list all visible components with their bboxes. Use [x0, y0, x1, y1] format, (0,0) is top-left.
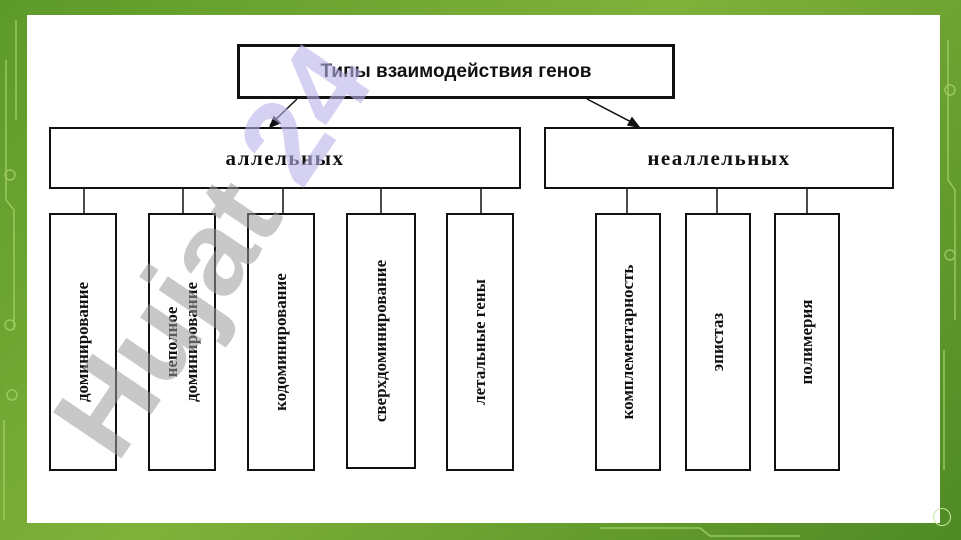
connector-lines [83, 98, 808, 213]
diagram-title: Типы взаимодействия генов [320, 60, 592, 82]
leaf-label: кодоминирование [271, 273, 290, 411]
slide-canvas: Типы взаимодействия генов аллельных неал… [27, 15, 940, 523]
leaf-epistasis: эпистаз [685, 213, 751, 471]
group-allelic-box: аллельных [49, 127, 521, 189]
leaf-label: полимерия [797, 299, 816, 385]
leaf-incomplete-dominance: неполное доминирование [148, 213, 216, 471]
diagram-title-box: Типы взаимодействия генов [237, 44, 675, 99]
leaf-label: эпистаз [708, 312, 727, 372]
leaf-label: комплементарность [618, 264, 637, 420]
leaf-codominance: кодоминирование [247, 213, 315, 471]
slide-nav-icon[interactable] [933, 508, 951, 526]
leaf-label: сверхдоминирование [371, 259, 390, 423]
group-allelic-label: аллельных [225, 145, 345, 170]
leaf-label: летальные гены [470, 279, 489, 405]
leaf-polymery: полимерия [774, 213, 840, 471]
leaf-overdominance: сверхдоминирование [346, 213, 416, 469]
leaf-complementarity: комплементарность [595, 213, 661, 471]
leaf-dominance: доминирование [49, 213, 117, 471]
group-nonallelic-label: неаллельных [647, 145, 791, 170]
leaf-label: неполное доминирование [162, 281, 201, 403]
leaf-lethal-genes: летальные гены [446, 213, 514, 471]
group-nonallelic-box: неаллельных [544, 127, 894, 189]
leaf-label: доминирование [73, 281, 92, 403]
